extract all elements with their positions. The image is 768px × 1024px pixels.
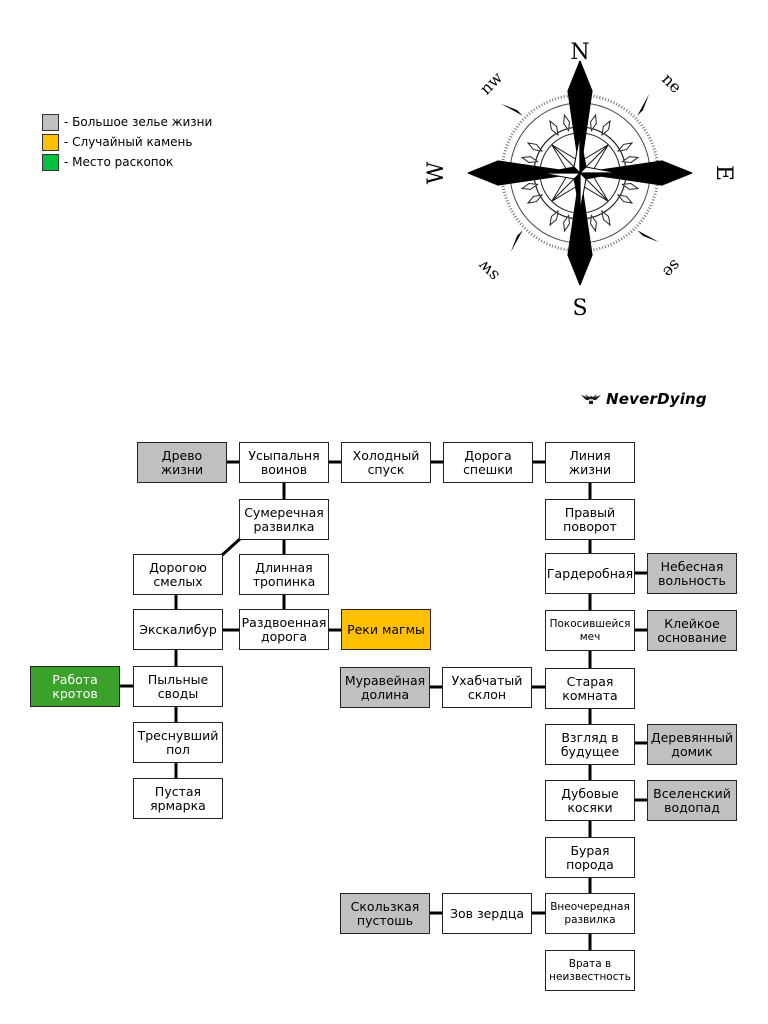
room-nebesnaya-label: Небесная вольность <box>658 558 726 588</box>
room-doroga-speshki-label: Дорога спешки <box>463 447 513 477</box>
room-dubovye-label: Дубовые косяки <box>561 785 619 815</box>
room-dubovye: Дубовые косяки <box>545 780 635 821</box>
room-dorogoyu: Дорогою смелых <box>133 554 223 595</box>
legend-item-potion: - Большое зелье жизни <box>42 112 212 132</box>
room-vzglyad: Взгляд в будущее <box>545 724 635 765</box>
room-liniya-label: Линия жизни <box>568 447 612 477</box>
room-garderobnaya: Гардеробная <box>545 553 635 594</box>
room-holodny-label: Холодный спуск <box>352 447 420 477</box>
compass-rose-icon: N S E W nw ne sw se <box>424 40 736 321</box>
room-pravy-label: Правый поворот <box>563 504 617 534</box>
room-drevo-label: Древо жизни <box>160 447 204 477</box>
room-vneocherednaya: Внеочередная развилка <box>545 893 635 934</box>
room-skolzkaya-label: Скользкая пустошь <box>350 898 420 928</box>
room-pustaya: Пустая ярмарка <box>133 778 223 819</box>
compass-north-label: N <box>570 40 589 65</box>
legend: - Большое зелье жизни - Случайный камень… <box>42 112 212 172</box>
room-vrata-label: Врата в неизвестность <box>549 957 631 983</box>
room-derevyanny: Деревянный домик <box>647 724 737 765</box>
room-staraya-label: Старая комната <box>562 673 618 703</box>
legend-swatch-potion <box>42 113 59 131</box>
room-rabota: Работа кротов <box>30 666 120 707</box>
room-pylnye: Пыльные своды <box>133 666 223 707</box>
room-skolzkaya: Скользкая пустошь <box>340 893 430 934</box>
compass-southwest-label: sw <box>473 256 502 285</box>
room-pravy: Правый поворот <box>545 499 635 540</box>
room-usypalnya: Усыпальня воинов <box>239 442 329 483</box>
room-tresnuvshiy-label: Треснувший пол <box>137 727 219 757</box>
room-vrata: Врата в неизвестность <box>545 950 635 991</box>
room-kleykoe-label: Клейкое основание <box>657 615 727 645</box>
room-holodny: Холодный спуск <box>341 442 431 483</box>
room-zov: Зов зердца <box>442 893 532 934</box>
room-ekskalibur: Экскалибур <box>133 609 223 650</box>
room-ekskalibur-label: Экскалибур <box>139 621 217 637</box>
compass-northwest-label: nw <box>476 68 507 99</box>
room-dlinnaya: Длинная тропинка <box>239 554 329 595</box>
room-uhabchaty-label: Ухабчатый склон <box>451 672 523 702</box>
legend-swatch-dig <box>42 153 59 171</box>
room-zov-label: Зов зердца <box>449 905 525 921</box>
room-pokosivsheysya-label: Покосившейся меч <box>549 617 631 643</box>
room-muraveynaya: Муравейная долина <box>340 667 430 708</box>
room-kleykoe: Клейкое основание <box>647 610 737 651</box>
legend-label-stone: - Случайный камень <box>64 135 193 149</box>
compass-northeast-label: ne <box>658 69 685 96</box>
room-vselensky: Вселенский водопад <box>647 780 737 821</box>
compass-south-label: S <box>572 296 587 321</box>
room-dlinnaya-label: Длинная тропинка <box>252 559 316 589</box>
legend-item-dig: - Место раскопок <box>42 152 212 172</box>
room-tresnuvshiy: Треснувший пол <box>133 722 223 763</box>
room-garderobnaya-label: Гардеробная <box>546 565 634 581</box>
room-buraya-label: Бурая порода <box>566 842 614 872</box>
room-buraya: Бурая порода <box>545 837 635 878</box>
room-sumerechnaya-label: Сумеречная развилка <box>244 504 324 534</box>
winged-skull-icon <box>581 394 601 404</box>
compass-east-label: E <box>711 165 736 181</box>
room-derevyanny-label: Деревянный домик <box>650 729 734 759</box>
room-uhabchaty: Ухабчатый склон <box>442 667 532 708</box>
room-muraveynaya-label: Муравейная долина <box>344 672 426 702</box>
room-rabota-label: Работа кротов <box>52 671 98 701</box>
legend-label-dig: - Место раскопок <box>64 155 174 169</box>
room-pylnye-label: Пыльные своды <box>147 671 209 701</box>
room-razdvoennaya: Раздвоенная дорога <box>239 609 329 650</box>
brand-name: NeverDying <box>606 390 707 408</box>
legend-swatch-stone <box>42 133 59 151</box>
room-razdvoennaya-label: Раздвоенная дорога <box>241 614 327 644</box>
room-reki: Реки магмы <box>341 609 431 650</box>
brand-logo: NeverDying <box>580 390 707 408</box>
room-pokosivsheysya: Покосившейся меч <box>545 610 635 651</box>
room-sumerechnaya: Сумеречная развилка <box>239 499 329 540</box>
room-vselensky-label: Вселенский водопад <box>653 785 731 815</box>
compass-west-label: W <box>424 161 449 184</box>
room-liniya: Линия жизни <box>545 442 635 483</box>
room-pustaya-label: Пустая ярмарка <box>150 783 206 813</box>
room-nebesnaya: Небесная вольность <box>647 553 737 594</box>
legend-item-stone: - Случайный камень <box>42 132 212 152</box>
room-usypalnya-label: Усыпальня воинов <box>248 447 320 477</box>
legend-label-potion: - Большое зелье жизни <box>64 115 213 129</box>
room-doroga-speshki: Дорога спешки <box>443 442 533 483</box>
compass-southeast-label: se <box>659 256 685 282</box>
room-staraya: Старая комната <box>545 668 635 709</box>
room-vneocherednaya-label: Внеочередная развилка <box>550 900 630 926</box>
room-reki-label: Реки магмы <box>347 621 425 637</box>
room-drevo: Древо жизни <box>137 442 227 483</box>
room-vzglyad-label: Взгляд в будущее <box>560 729 620 759</box>
room-dorogoyu-label: Дорогою смелых <box>149 559 207 589</box>
